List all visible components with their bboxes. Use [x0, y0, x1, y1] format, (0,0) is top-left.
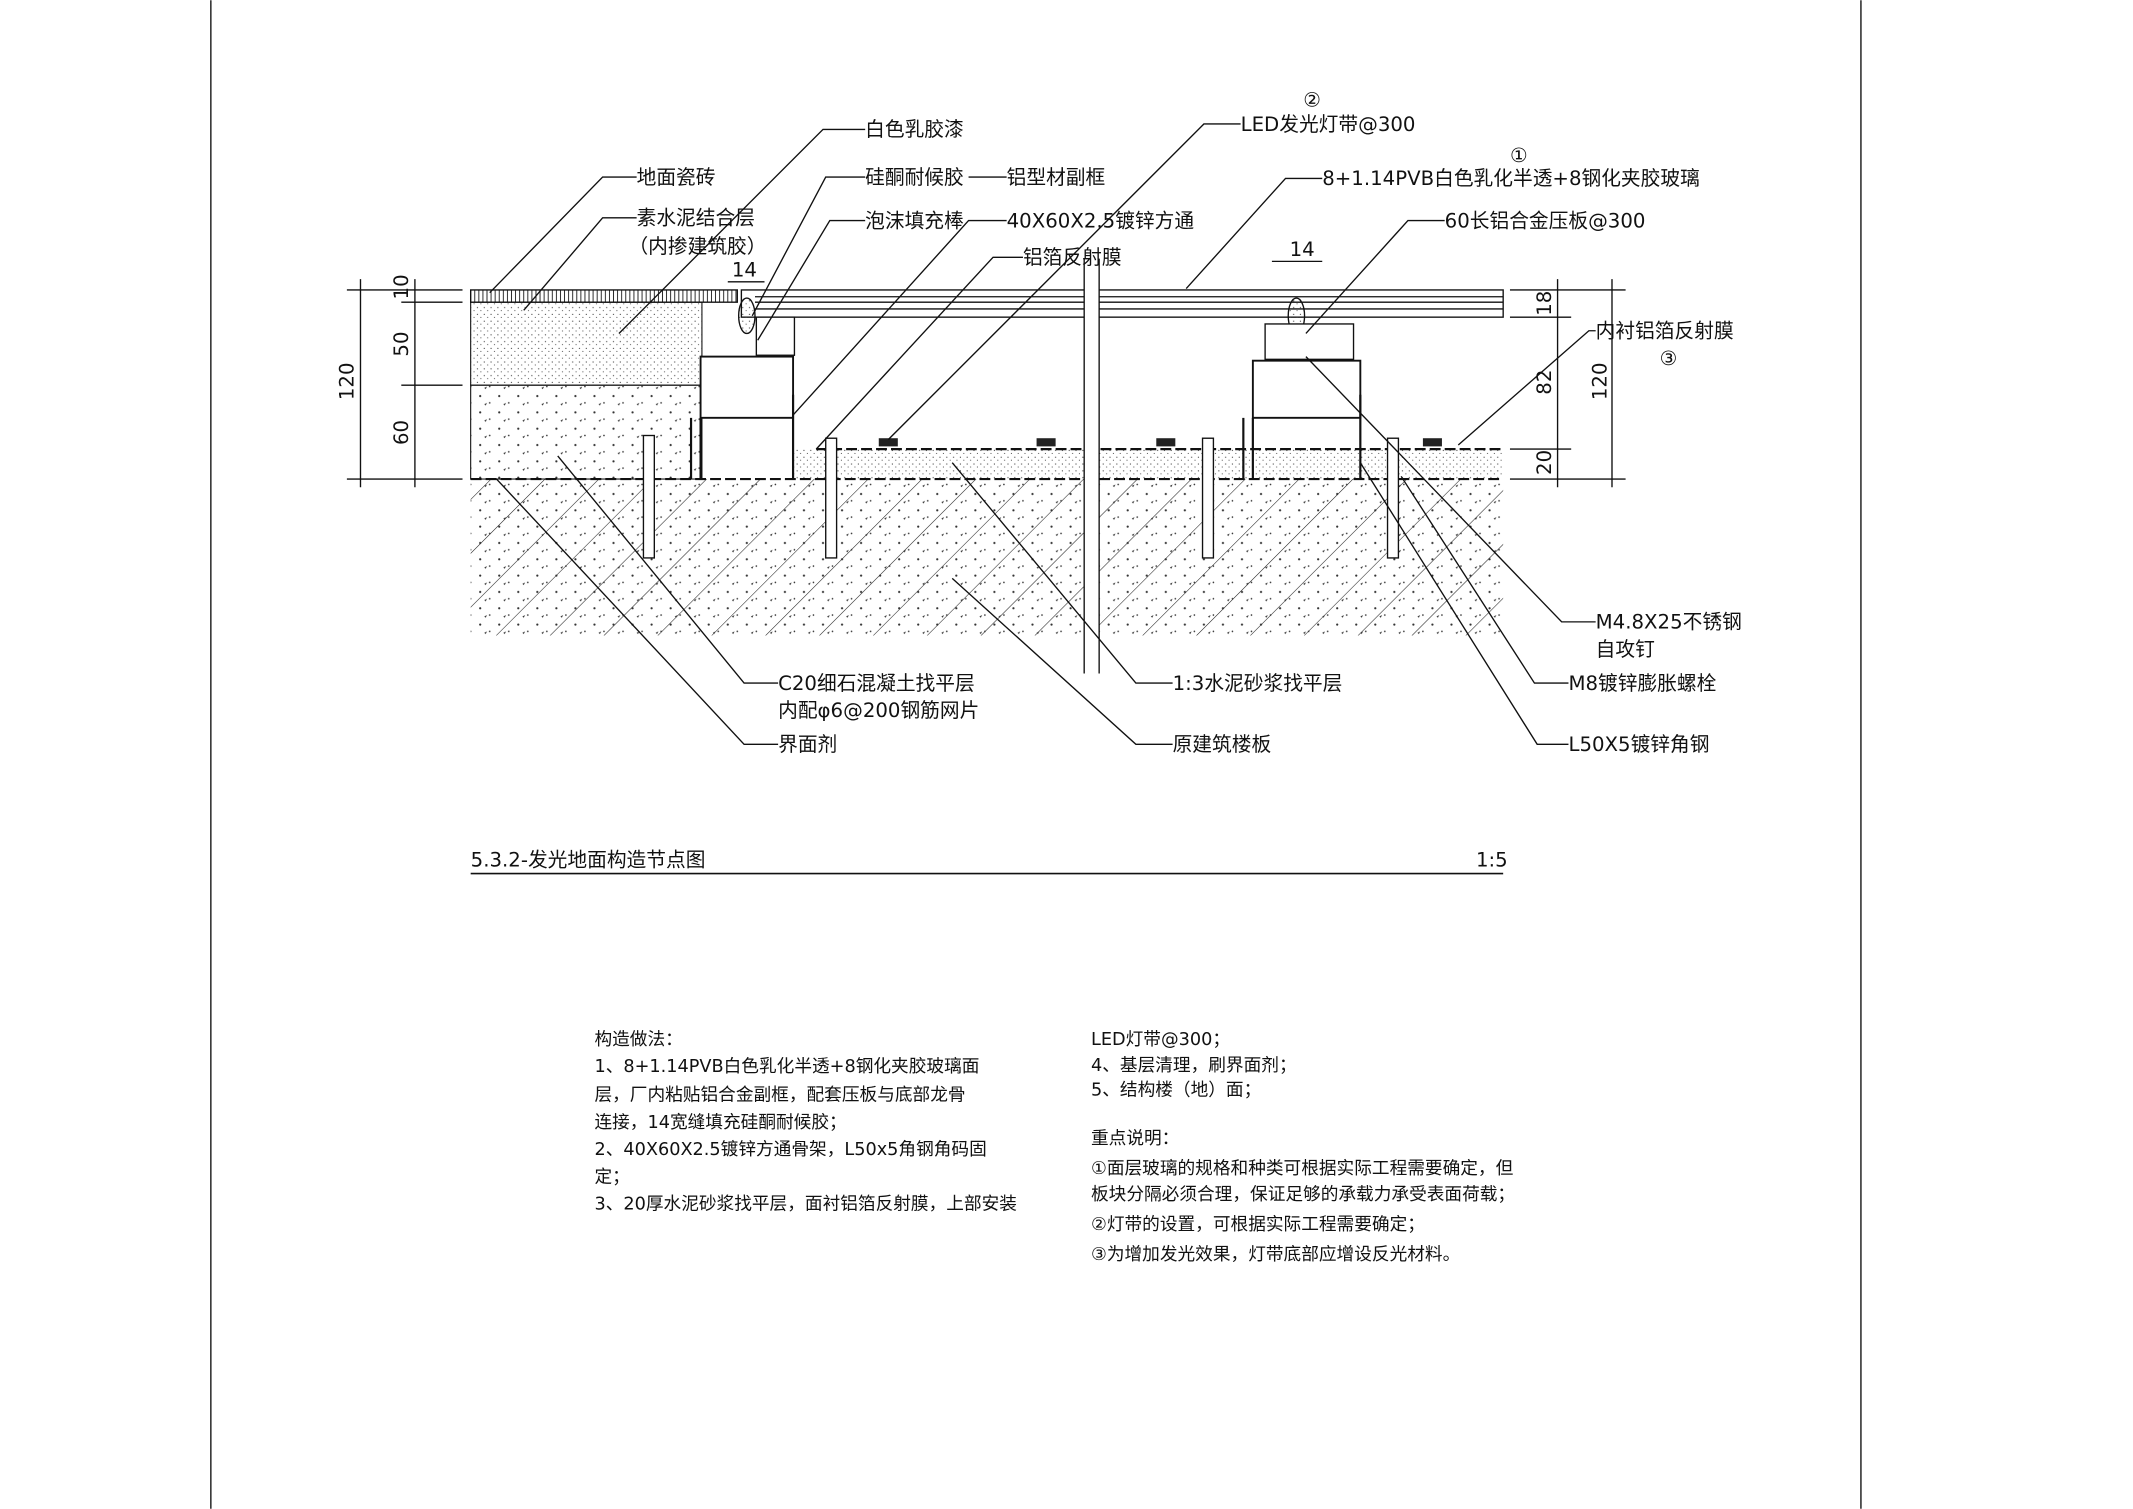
label-anchor-bolt: M8镀锌膨胀螺栓	[1568, 672, 1716, 695]
label-cement-bond-note: （内掺建筑胶）	[628, 235, 766, 258]
note-right-0: LED灯带@300；	[1091, 1029, 1230, 1050]
callout-labels: 白色乳胶漆 地面瓷砖 素水泥结合层 （内掺建筑胶） 硅酮耐候胶 铝型材副框 泡沫…	[628, 88, 1741, 756]
note-left-1: 1、8+1.14PVB白色乳化半透+8钢化夹胶玻璃面	[594, 1056, 979, 1077]
key-note-1: 板块分隔必须合理，保证足够的承载力承受表面荷载；	[1091, 1184, 1515, 1205]
drawing-scale: 1:5	[1476, 849, 1508, 872]
marker-3: ③	[1660, 347, 1678, 370]
note-left-3: 连接，14宽缝填充硅酮耐候胶；	[594, 1112, 846, 1133]
label-angle-steel: L50X5镀锌角钢	[1568, 733, 1709, 756]
key-notes-title: 重点说明：	[1091, 1128, 1179, 1149]
key-note-3: ③为增加发光效果，灯带底部应增设反光材料。	[1091, 1244, 1460, 1265]
dimensions-left: 10 50 60 120	[336, 274, 463, 488]
label-mortar-layer: 1:3水泥砂浆找平层	[1173, 672, 1343, 695]
label-foam-rod: 泡沫填充棒	[865, 209, 964, 232]
label-c20-mesh: 内配φ6@200钢筋网片	[778, 699, 979, 722]
key-note-2: ②灯带的设置，可根据实际工程需要确定；	[1091, 1214, 1425, 1235]
label-white-latex-paint: 白色乳胶漆	[865, 118, 964, 141]
label-interface-agent: 界面剂	[778, 733, 837, 756]
note-left-6: 3、20厚水泥砂浆找平层，面衬铝箔反射膜，上部安装	[594, 1194, 1017, 1215]
label-aluminum-subframe: 铝型材副框	[1007, 166, 1106, 189]
label-screw-1: M4.8X25不锈钢	[1596, 611, 1742, 634]
dim-gap-2: 14	[1290, 238, 1315, 261]
drawing-title: 5.3.2-发光地面构造节点图	[471, 849, 706, 872]
note-right-1: 4、基层清理，刷界面剂；	[1091, 1055, 1297, 1076]
note-left-2: 层，厂内粘贴铝合金副框，配套压板与底部龙骨	[594, 1085, 965, 1106]
label-floor-tile: 地面瓷砖	[637, 166, 716, 189]
marker-2: ②	[1303, 88, 1321, 111]
dim-right-2: 82	[1533, 370, 1556, 395]
label-c20-layer: C20细石混凝土找平层	[778, 672, 975, 695]
section-drawing	[469, 258, 1504, 674]
dimensions-right: 18 82 20 120	[1509, 279, 1626, 488]
note-right-2: 5、结构楼（地）面；	[1091, 1079, 1261, 1100]
label-foil-film: 铝箔反射膜	[1023, 246, 1122, 269]
label-cement-bond-layer: 素水泥结合层	[637, 207, 755, 230]
dim-gap-1: 14	[732, 258, 757, 281]
dim-left-1: 10	[390, 274, 413, 299]
label-silicone-sealant: 硅酮耐候胶	[865, 166, 964, 189]
note-left-5: 定；	[594, 1166, 629, 1187]
label-steel-tube: 40X60X2.5镀锌方通	[1007, 209, 1195, 232]
dim-right-3: 20	[1533, 450, 1556, 475]
leader-lines	[489, 123, 1596, 745]
label-glass: 8+1.14PVB白色乳化半透+8钢化夹胶玻璃	[1322, 167, 1700, 190]
label-inner-foil: 内衬铝箔反射膜	[1596, 320, 1734, 343]
dim-left-total: 120	[336, 362, 359, 400]
label-press-plate: 60长铝合金压板@300	[1445, 209, 1646, 232]
dim-right-total: 120	[1589, 362, 1612, 400]
label-led-strip: LED发光灯带@300	[1241, 113, 1416, 136]
dim-left-3: 60	[390, 420, 413, 445]
label-original-slab: 原建筑楼板	[1173, 733, 1272, 756]
key-note-0: ①面层玻璃的规格和种类可根据实际工程需要确定，但	[1091, 1158, 1514, 1179]
dim-right-1: 18	[1533, 291, 1556, 316]
construction-notes: 构造做法： 1、8+1.14PVB白色乳化半透+8钢化夹胶玻璃面 层，厂内粘贴铝…	[594, 1029, 1515, 1265]
marker-1: ①	[1510, 144, 1528, 167]
dim-left-2: 50	[390, 332, 413, 357]
note-left-0: 构造做法：	[594, 1029, 682, 1050]
label-screw-2: 自攻钉	[1596, 638, 1655, 661]
note-left-4: 2、40X60X2.5镀锌方通骨架，L50x5角钢角码固	[594, 1139, 986, 1160]
